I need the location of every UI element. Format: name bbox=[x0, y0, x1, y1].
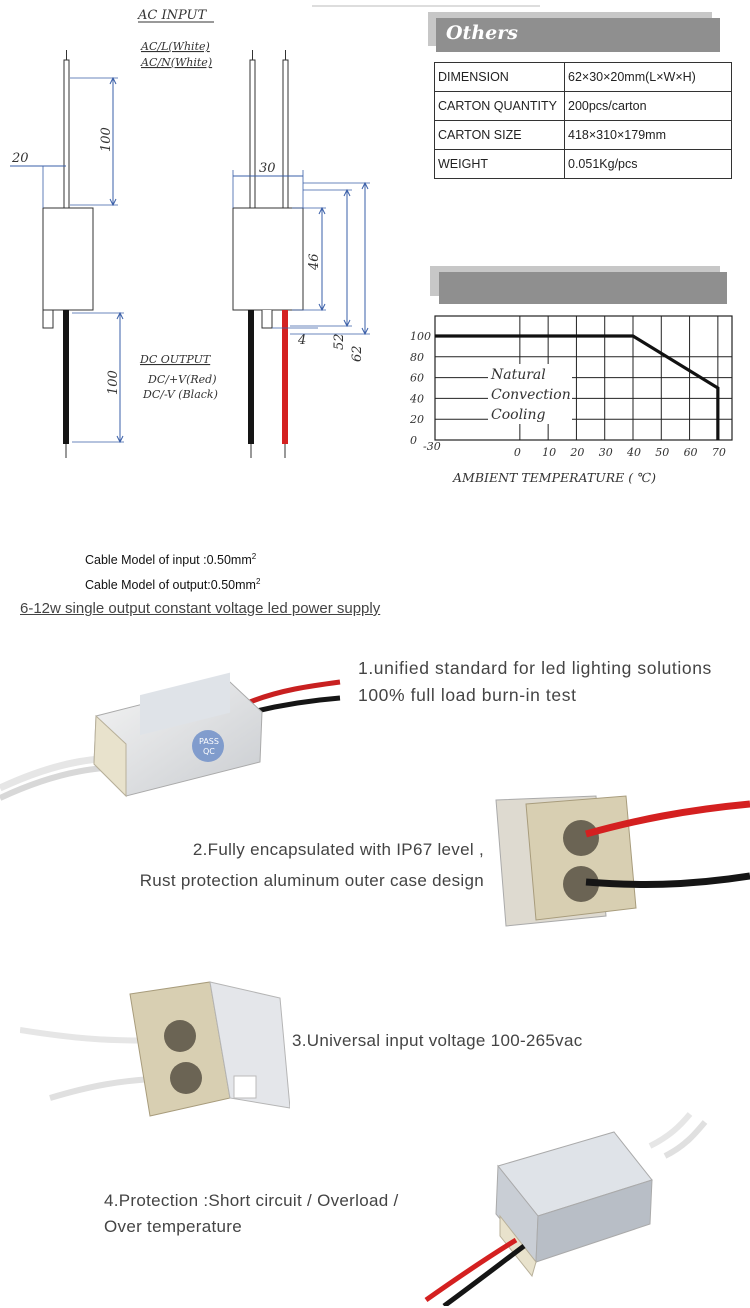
feature-4: 4.Protection :Short circuit / Overload /… bbox=[104, 1188, 399, 1240]
output-wire-side bbox=[63, 310, 69, 444]
cable-input-text: Cable Model of input :0.50mm bbox=[85, 553, 252, 568]
dim-100-bottom: 100 bbox=[106, 370, 121, 395]
dim-20: 20 bbox=[11, 151, 29, 166]
x-tick-label: 30 bbox=[599, 446, 613, 459]
dc-neg-label: DC/-V (Black) bbox=[142, 388, 218, 401]
output-wire-red bbox=[282, 310, 288, 444]
note-background bbox=[488, 364, 572, 424]
spec-label: CARTON QUANTITY bbox=[434, 91, 565, 121]
feature-4-line-1: 4.Protection :Short circuit / Overload / bbox=[104, 1191, 399, 1210]
y-tick-label: 80 bbox=[410, 351, 424, 364]
feature-3: 3.Universal input voltage 100-265vac bbox=[292, 1028, 583, 1054]
feature-1: 1.unified standard for led lighting solu… bbox=[358, 655, 712, 709]
dim-30: 30 bbox=[259, 161, 276, 176]
feature-1-line-2: 100% full load burn-in test bbox=[358, 685, 577, 705]
derating-curve bbox=[435, 334, 720, 440]
spec-value: 200pcs/carton bbox=[564, 91, 732, 121]
y-tick-label: 20 bbox=[409, 413, 424, 426]
y-tick-label: 40 bbox=[409, 392, 424, 405]
output-wire-black bbox=[248, 310, 254, 444]
table-row: DIMENSION 62×30×20mm(L×W×H) bbox=[434, 62, 732, 92]
front-view: 30 46 4 52 62 bbox=[232, 50, 370, 458]
spec-value: 62×30×20mm(L×W×H) bbox=[564, 62, 732, 92]
dim-62: 62 bbox=[350, 345, 365, 362]
table-row: CARTON SIZE 418×310×179mm bbox=[434, 120, 732, 150]
note-text-convection: Convection bbox=[491, 387, 571, 403]
spec-value: 0.051Kg/pcs bbox=[564, 149, 732, 179]
note-text-natural: Natural bbox=[490, 367, 546, 383]
dim-100-top: 100 bbox=[99, 127, 114, 152]
x-axis-label: AMBIENT TEMPERATURE ( ℃) bbox=[452, 470, 656, 485]
feature-1-line-1: 1.unified standard for led lighting solu… bbox=[358, 658, 712, 678]
ac-input-title: AC INPUT bbox=[137, 8, 207, 23]
spec-label: CARTON SIZE bbox=[434, 120, 565, 150]
spec-label: DIMENSION bbox=[434, 62, 565, 92]
feature-3-line-1: 3.Universal input voltage 100-265vac bbox=[292, 1031, 583, 1050]
feature-2: 2.Fully encapsulated with IP67 level , R… bbox=[118, 834, 484, 896]
ac-n-label: AC/N(White) bbox=[140, 56, 212, 69]
case-tab-side bbox=[42, 309, 54, 329]
feature-2-line-1: 2.Fully encapsulated with IP67 level , bbox=[192, 840, 484, 859]
qc-badge-text-2: QC bbox=[203, 747, 215, 756]
x-tick-label: 0 bbox=[514, 446, 521, 459]
y-tick-label: 60 bbox=[410, 372, 424, 385]
x-tick-label: 70 bbox=[712, 446, 726, 459]
spec-label: WEIGHT bbox=[434, 149, 565, 179]
case-front bbox=[232, 207, 304, 311]
dimension-drawing: AC INPUT AC/L(White) AC/N(White) 20 100 … bbox=[10, 5, 733, 485]
dim-46: 46 bbox=[307, 253, 322, 271]
superscript: 2 bbox=[255, 577, 261, 587]
note-text-cooling: Cooling bbox=[491, 407, 546, 423]
cable-notes: Cable Model of input :0.50mm2 Cable Mode… bbox=[85, 546, 260, 596]
y-tick-label: 100 bbox=[410, 330, 431, 343]
qc-badge bbox=[192, 730, 224, 762]
table-row: WEIGHT 0.051Kg/pcs bbox=[434, 149, 732, 179]
dim-52: 52 bbox=[332, 333, 347, 350]
x-tick-label: 60 bbox=[684, 446, 698, 459]
dc-output-title: DC OUTPUT bbox=[139, 353, 212, 366]
derating-banner bbox=[430, 266, 728, 304]
product-photo-3 bbox=[20, 981, 290, 1117]
ac-l-label: AC/L(White) bbox=[140, 40, 210, 53]
feature-4-line-2: Over temperature bbox=[104, 1217, 243, 1236]
side-view: 20 100 100 bbox=[10, 50, 124, 458]
cable-output-note: Cable Model of output:0.50mm2 bbox=[85, 571, 260, 596]
x-tick-label: 20 bbox=[569, 446, 584, 459]
series-title: 6-12w single output constant voltage led… bbox=[20, 600, 381, 617]
x-tick-label: 10 bbox=[542, 446, 556, 459]
dc-pos-label: DC/+V(Red) bbox=[147, 373, 217, 386]
dim-4: 4 bbox=[297, 333, 306, 348]
product-photo-2 bbox=[495, 795, 750, 927]
input-wire-n bbox=[282, 59, 289, 209]
input-wire-l bbox=[249, 59, 256, 209]
spec-table: DIMENSION 62×30×20mm(L×W×H) CARTON QUANT… bbox=[434, 62, 732, 179]
spec-value: 418×310×179mm bbox=[564, 120, 732, 150]
product-photo-1: PASS QC bbox=[0, 672, 341, 801]
input-wire-side bbox=[63, 59, 70, 209]
derating-chart: -30 0 10 20 30 40 50 60 70 100 80 60 40 20 0 NaturalCon… bbox=[409, 315, 733, 459]
cable-input-note: Cable Model of input :0.50mm2 bbox=[85, 546, 260, 571]
qc-badge-text-1: PASS bbox=[199, 737, 219, 746]
others-title: Others bbox=[446, 22, 518, 44]
cable-output-text: Cable Model of output:0.50mm bbox=[85, 578, 256, 593]
case-side bbox=[42, 207, 94, 311]
product-photo-4 bbox=[424, 1112, 708, 1306]
others-banner: Others bbox=[428, 12, 720, 52]
x-tick-label: 50 bbox=[655, 446, 669, 459]
x-tick-label: 40 bbox=[626, 446, 641, 459]
superscript: 2 bbox=[251, 552, 257, 561]
feature-2-line-2: Rust protection aluminum outer case desi… bbox=[139, 871, 484, 890]
x-tick-label: -30 bbox=[423, 440, 441, 453]
table-row: CARTON QUANTITY 200pcs/carton bbox=[434, 91, 732, 121]
y-tick-label: 0 bbox=[410, 434, 417, 447]
